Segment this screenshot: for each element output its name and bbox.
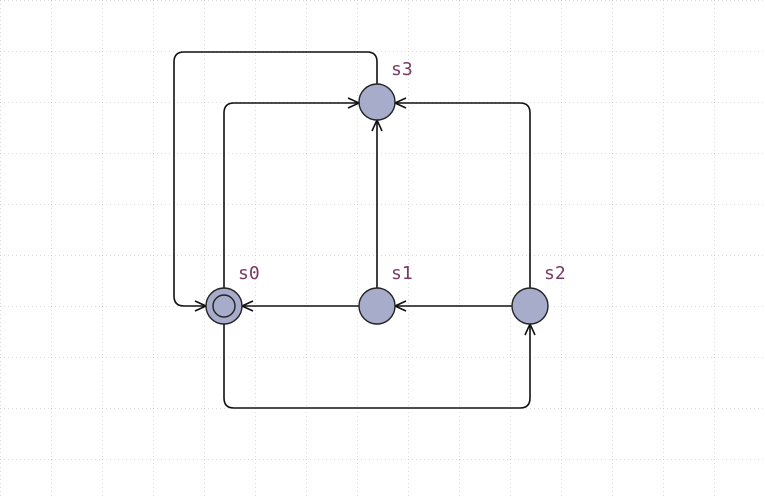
state-label-s0: s0 <box>238 263 260 284</box>
initial-state-marker-s0 <box>212 294 236 318</box>
state-label-s3: s3 <box>391 59 413 80</box>
transition-line-s2-s3 <box>395 102 531 288</box>
state-circle-s3 <box>358 83 396 121</box>
state-node-s0[interactable] <box>205 287 243 325</box>
state-label-s1: s1 <box>391 263 413 284</box>
transition-line-s3-s0 <box>173 51 378 307</box>
state-node-s2[interactable] <box>511 287 549 325</box>
state-circle-s0 <box>205 287 243 325</box>
state-label-s2: s2 <box>544 263 566 284</box>
state-circle-s2 <box>511 287 549 325</box>
state-node-s3[interactable] <box>358 83 396 121</box>
states-layer <box>205 83 549 325</box>
state-circle-s1 <box>358 287 396 325</box>
transition-line-s0-s3 <box>223 102 359 288</box>
state-labels-layer: s0 s1 s2 s3 <box>238 59 566 284</box>
transitions-layer <box>173 51 536 409</box>
transition-line-s0-s2 <box>223 324 531 409</box>
state-node-s1[interactable] <box>358 287 396 325</box>
